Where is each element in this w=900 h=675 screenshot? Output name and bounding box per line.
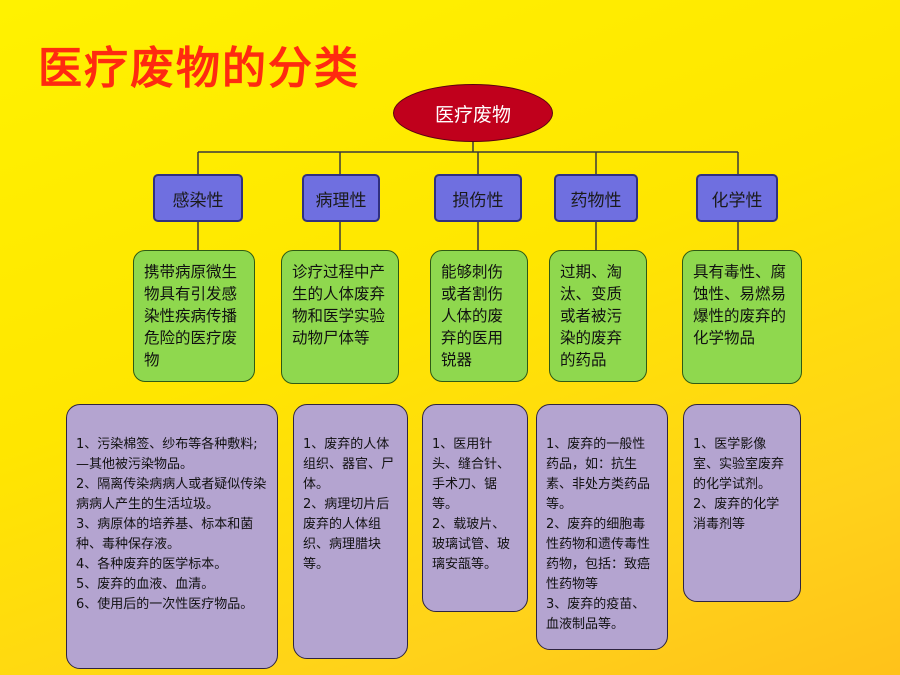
examples-text: 1、医学影像室、实验室废弃的化学试剂。 2、废弃的化学消毒剂等 — [693, 437, 785, 532]
category-label: 感染性 — [172, 190, 224, 211]
description-text: 具有毒性、腐蚀性、易燃易爆性的废弃的化学物品 — [693, 263, 787, 347]
examples-box-infectious: 1、污染棉签、纱布等各种敷料;—其他被污染物品。 2、隔离传染病病人或者疑似传染… — [66, 404, 278, 669]
examples-text: 1、医用针头、缝合针、手术刀、锯等。 2、载玻片、玻璃试管、玻璃安瓿等。 — [432, 437, 511, 572]
slide-title: 医疗废物的分类 — [38, 43, 360, 94]
examples-text: 1、污染棉签、纱布等各种敷料;—其他被污染物品。 2、隔离传染病病人或者疑似传染… — [76, 437, 267, 612]
category-box-injurious: 损伤性 — [434, 174, 522, 222]
description-box-injurious: 能够刺伤或者割伤人体的废弃的医用锐器 — [430, 250, 528, 382]
category-box-chemical: 化学性 — [696, 174, 778, 222]
examples-text: 1、废弃的人体组织、器官、尸体。 2、病理切片后废弃的人体组织、病理腊块等。 — [303, 437, 395, 572]
description-text: 能够刺伤或者割伤人体的废弃的医用锐器 — [441, 263, 504, 369]
description-text: 过期、淘汰、变质或者被污染的废弃的药品 — [560, 263, 623, 369]
description-box-chemical: 具有毒性、腐蚀性、易燃易爆性的废弃的化学物品 — [682, 250, 802, 384]
examples-text: 1、废弃的一般性药品，如：抗生素、非处方类药品等。 2、废弃的细胞毒性药物和遗传… — [546, 437, 651, 632]
category-box-pathological: 病理性 — [302, 174, 380, 222]
description-box-pathological: 诊疗过程中产生的人体废弃物和医学实验动物尸体等 — [281, 250, 399, 384]
category-label: 病理性 — [315, 190, 367, 211]
examples-box-injurious: 1、医用针头、缝合针、手术刀、锯等。 2、载玻片、玻璃试管、玻璃安瓿等。 — [422, 404, 528, 612]
category-label: 药物性 — [570, 190, 622, 211]
category-label: 损伤性 — [452, 190, 504, 211]
description-text: 诊疗过程中产生的人体废弃物和医学实验动物尸体等 — [292, 263, 386, 347]
category-label: 化学性 — [711, 190, 763, 211]
description-text: 携带病原微生物具有引发感染性疾病传播危险的医疗废物 — [144, 263, 238, 369]
examples-box-pathological: 1、废弃的人体组织、器官、尸体。 2、病理切片后废弃的人体组织、病理腊块等。 — [293, 404, 408, 659]
category-box-infectious: 感染性 — [153, 174, 243, 222]
category-box-pharmaceutical: 药物性 — [554, 174, 638, 222]
description-box-pharmaceutical: 过期、淘汰、变质或者被污染的废弃的药品 — [549, 250, 647, 382]
examples-box-chemical: 1、医学影像室、实验室废弃的化学试剂。 2、废弃的化学消毒剂等 — [683, 404, 801, 602]
description-box-infectious: 携带病原微生物具有引发感染性疾病传播危险的医疗废物 — [133, 250, 255, 382]
examples-box-pharmaceutical: 1、废弃的一般性药品，如：抗生素、非处方类药品等。 2、废弃的细胞毒性药物和遗传… — [536, 404, 668, 650]
root-node: 医疗废物 — [393, 84, 553, 142]
